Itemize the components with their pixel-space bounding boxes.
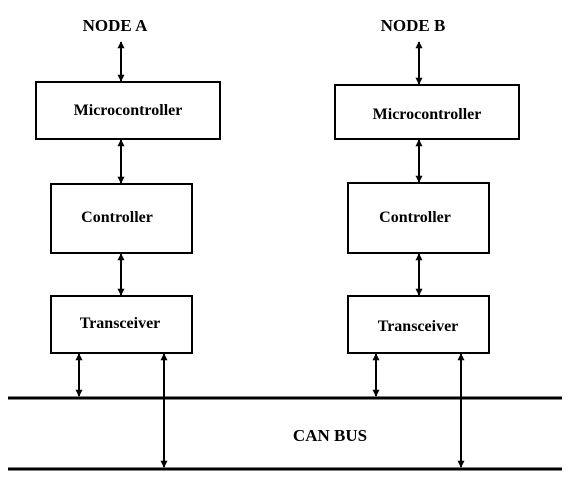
node-a-transceiver-label: Transceiver <box>80 315 161 332</box>
node-a-transceiver-box <box>50 295 193 354</box>
node-b-microcontroller-label: Microcontroller <box>373 106 482 123</box>
node-b-transceiver-label: Transceiver <box>378 318 459 335</box>
node-b-controller-label: Controller <box>379 209 451 226</box>
node-b-transceiver-box <box>347 295 490 354</box>
node-a-title: NODE A <box>83 16 148 35</box>
node-a-microcontroller-box <box>35 81 221 140</box>
node-a-microcontroller-label: Microcontroller <box>74 102 183 119</box>
node-b-controller-box <box>347 182 490 254</box>
can-bus-label: CAN BUS <box>293 426 367 445</box>
node-a-controller-box <box>50 183 193 254</box>
node-b-title: NODE B <box>381 16 446 35</box>
node-a-controller-label: Controller <box>81 209 153 226</box>
node-b-microcontroller-box <box>334 84 520 140</box>
